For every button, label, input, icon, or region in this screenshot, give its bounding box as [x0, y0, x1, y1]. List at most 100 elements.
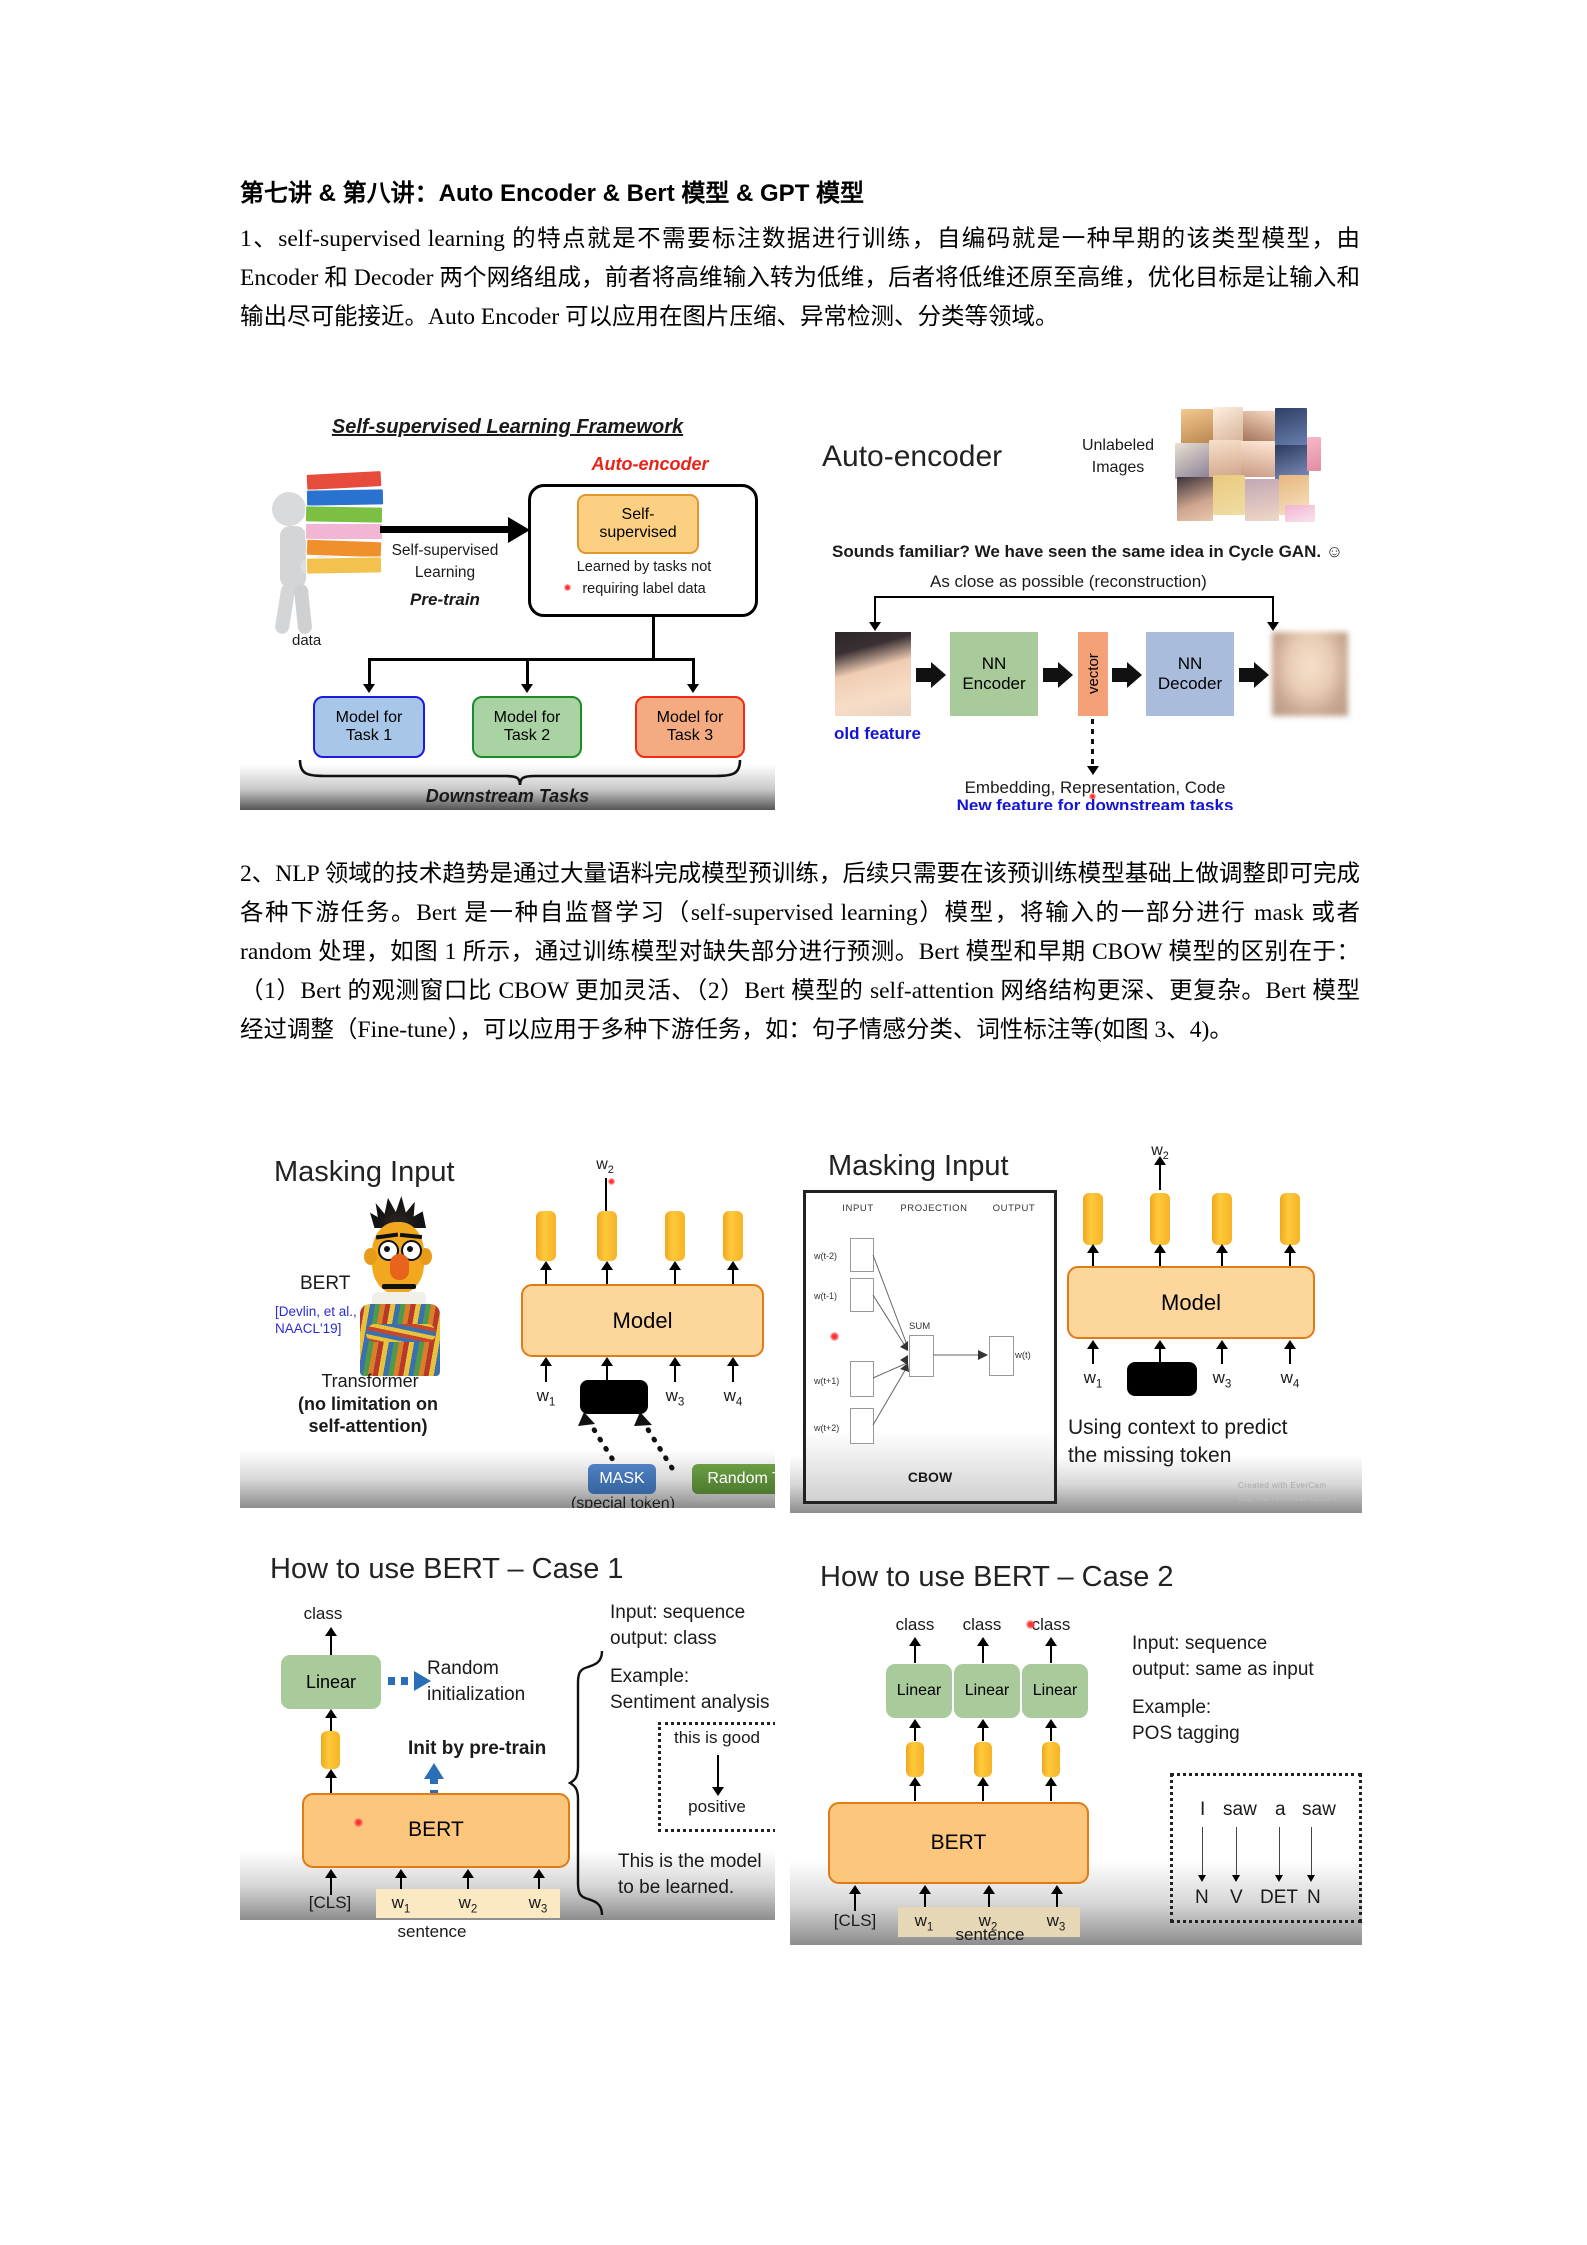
case2-example-line2: POS tagging	[1132, 1723, 1240, 1744]
case1-random-init-arrow	[388, 1677, 414, 1685]
case1-token-w3: w3	[528, 1893, 548, 1916]
case1-linear-label: Linear	[305, 1671, 357, 1692]
case1-model-brace	[568, 1650, 604, 1916]
bert-citation-line2: NAACL'19]	[275, 1321, 342, 1336]
cbow-up-line-3	[1221, 1250, 1223, 1268]
cbow-in-arrow-1	[1087, 1340, 1099, 1349]
model-box-bert: Model	[521, 1284, 764, 1357]
vector-label: vector	[1084, 653, 1102, 695]
case2-class-line-3	[1050, 1643, 1052, 1663]
case2-pos-tag-3: DET	[1260, 1887, 1298, 1908]
case1-example-top: this is good	[674, 1728, 760, 1747]
case2-token-w2: w2	[978, 1911, 998, 1934]
case2-info-line2: output: same as input	[1132, 1659, 1314, 1680]
vector-box: vector	[1078, 632, 1108, 716]
case2-bert-box: BERT	[828, 1802, 1089, 1884]
cbow-label: CBOW	[907, 1469, 953, 1485]
case1-class-line	[330, 1633, 332, 1655]
case2-class-line-2	[982, 1643, 984, 1663]
cbow-w2-line	[1159, 1162, 1161, 1190]
up-arrow-3	[669, 1261, 681, 1270]
input-token-w3: w3	[665, 1386, 685, 1409]
up-line-1	[545, 1268, 547, 1286]
case2-pos-tag-2: V	[1230, 1887, 1243, 1908]
in-line-2	[606, 1364, 608, 1382]
paragraph-2: 2、NLP 领域的技术趋势是通过大量语料完成模型预训练，后续只需要在该预训练模型…	[240, 861, 1360, 1043]
in-arrow-1	[540, 1357, 552, 1366]
model-box-bert-label: Model	[612, 1307, 673, 1333]
case2-class-arrow-3	[1045, 1637, 1057, 1646]
task-box-3: Model for Task 3	[635, 696, 745, 758]
cbow-out-label: w(t)	[1015, 1350, 1031, 1361]
dist-bus	[368, 658, 694, 661]
case2-token-w1: w1	[914, 1911, 934, 1934]
cbow-col-output: OUTPUT	[992, 1203, 1036, 1214]
cbow-up-arrow-1	[1087, 1244, 1099, 1253]
embedding-bar-4	[723, 1211, 743, 1261]
in-arrow-2	[601, 1357, 613, 1366]
pretrain-arrow-shaft	[380, 526, 512, 533]
case2-pos-tag-4: N	[1307, 1887, 1321, 1908]
case2-sentence-band	[898, 1907, 1080, 1937]
case1-embedding-bar	[321, 1731, 340, 1769]
cbow-input-label-1: w(t-2)	[814, 1251, 837, 1261]
transformer-label: Transformer	[321, 1371, 419, 1391]
in-arrow-4	[727, 1357, 739, 1366]
cbow-in-arrow-2	[1154, 1340, 1166, 1349]
task-box-1-line1: Model for	[335, 708, 403, 726]
case2-w2-line	[988, 1891, 990, 1911]
task-box-3-line1: Model for	[656, 708, 724, 726]
floor-gradient-bert	[240, 1450, 775, 1508]
case2-linear-label-3: Linear	[1032, 1681, 1078, 1699]
ssl-learning-label-2: Learning	[414, 564, 476, 581]
case2-pos-tag-1: N	[1195, 1887, 1209, 1908]
cbow-input-cell-4	[850, 1408, 874, 1444]
case2-linear-box-1: Linear	[886, 1664, 952, 1718]
cbow-input-token-w1: w1	[1083, 1368, 1103, 1391]
task-box-1: Model for Task 1	[313, 696, 425, 758]
nn-encoder-line2: Encoder	[962, 674, 1026, 693]
cursor-red-dot-4	[830, 1332, 839, 1341]
self-attention-note-line2: self-attention)	[308, 1416, 428, 1436]
case2-pos-word-2: saw	[1223, 1799, 1257, 1820]
in-line-3	[674, 1364, 676, 1382]
cbow-input-label-4: w(t+2)	[814, 1423, 840, 1433]
case1-w2-arrow	[462, 1869, 474, 1878]
dist-arrow-3	[687, 684, 699, 693]
case2-linear-label-2: Linear	[964, 1681, 1010, 1699]
case2-bar-in-line-1	[914, 1783, 916, 1801]
cursor-red-dot-2	[1089, 793, 1096, 800]
case1-footer-line2: to be learned.	[618, 1877, 735, 1898]
case2-bert-label: BERT	[930, 1830, 987, 1854]
case2-w1-line	[924, 1891, 926, 1911]
dist-stem	[652, 617, 655, 660]
dist-drop-3	[692, 658, 695, 686]
case1-cls-line	[330, 1875, 332, 1895]
cbow-panel: INPUT PROJECTION OUTPUT w(t-2) w(t-1) w(…	[803, 1190, 1057, 1504]
task-box-2-line1: Model for	[493, 708, 561, 726]
cbow-up-arrow-2	[1154, 1244, 1166, 1253]
case2-embedding-bar-1	[906, 1742, 924, 1777]
self-supervised-box: Self- supervised	[577, 494, 699, 554]
case1-example-arrow-line	[717, 1755, 719, 1791]
figure-ssl-framework: Self-supervised Learning Framework data …	[240, 404, 775, 810]
cbow-in-line-2	[1159, 1346, 1161, 1364]
case2-sentence-label: sentence	[955, 1925, 1025, 1944]
case2-lin-in-line-1	[914, 1725, 916, 1741]
bert-label-left: BERT	[300, 1273, 351, 1294]
mask-token-label: MASK	[599, 1469, 645, 1487]
cbow-col-input: INPUT	[842, 1203, 874, 1214]
model-box-cbow-label: Model	[1161, 1289, 1221, 1315]
case2-w3-arrow	[1051, 1885, 1063, 1894]
case2-pos-arrow-4	[1307, 1875, 1315, 1882]
self-supervised-box-line1: Self-	[621, 505, 655, 523]
case2-w3-line	[1056, 1891, 1058, 1911]
unlabeled-line1: Unlabeled	[1081, 437, 1155, 454]
case2-cls-line	[854, 1891, 856, 1911]
task-box-1-line2: Task 1	[345, 727, 393, 744]
case2-info-line1: Input: sequence	[1132, 1633, 1268, 1654]
cbow-in-line-4	[1289, 1346, 1291, 1364]
input-token-w4: w4	[723, 1386, 743, 1409]
cursor-red-dot-3	[608, 1178, 615, 1185]
